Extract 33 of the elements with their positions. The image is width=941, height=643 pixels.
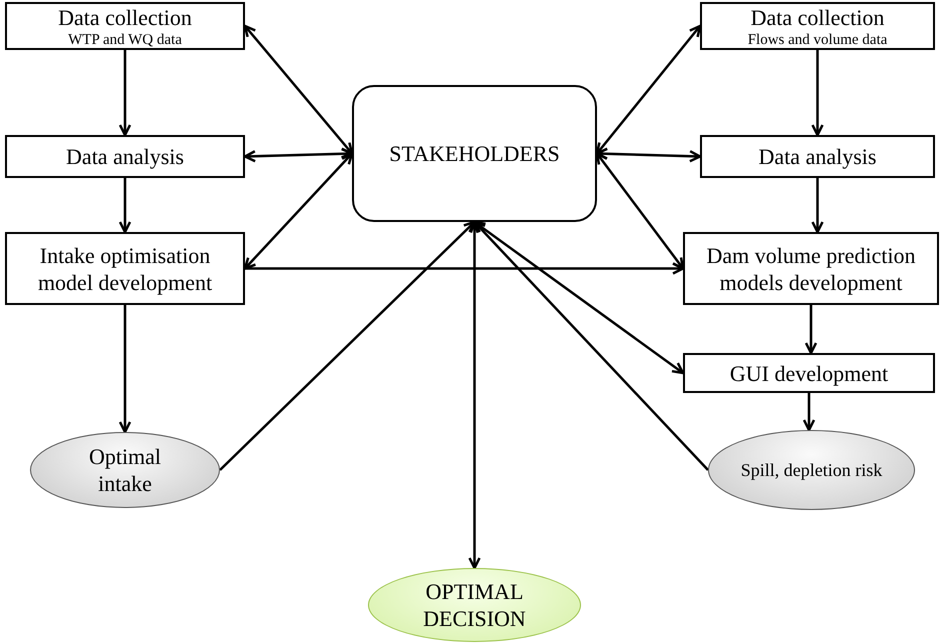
node-title: GUI development <box>730 360 888 386</box>
arrow <box>596 152 684 270</box>
stakeholder-box <box>352 85 597 222</box>
process-box <box>5 135 245 178</box>
node-subtitle: WTP and WQ data <box>68 30 182 48</box>
process-box <box>683 353 935 393</box>
node-title: Data analysis <box>758 143 876 170</box>
process-box <box>700 2 935 50</box>
arrow <box>118 50 132 136</box>
arrow <box>118 305 132 434</box>
node-title: Data collection <box>58 4 192 30</box>
process-box <box>5 2 245 50</box>
arrow <box>596 24 702 155</box>
arrow <box>804 305 818 354</box>
node-title: STAKEHOLDERS <box>389 140 560 167</box>
process-box <box>700 135 935 178</box>
node-title: Spill, depletion risk <box>740 458 882 482</box>
node-title: OPTIMAL DECISION <box>422 578 527 632</box>
process-box <box>683 232 939 305</box>
node-title: Data analysis <box>66 143 184 170</box>
arrow <box>118 178 132 234</box>
arrow <box>811 50 824 136</box>
node-title: Data collection <box>750 4 884 30</box>
arrow <box>802 393 816 432</box>
arrow <box>244 24 354 155</box>
arrow <box>811 178 824 234</box>
node-title: Intake optimisation model development <box>36 242 214 296</box>
arrow <box>219 220 476 471</box>
node-title: Optimal intake <box>88 443 162 497</box>
arrow <box>244 152 354 270</box>
process-box <box>5 232 245 305</box>
node-subtitle: Flows and volume data <box>748 30 888 48</box>
node-title: Dam volume prediction models development <box>706 242 916 296</box>
